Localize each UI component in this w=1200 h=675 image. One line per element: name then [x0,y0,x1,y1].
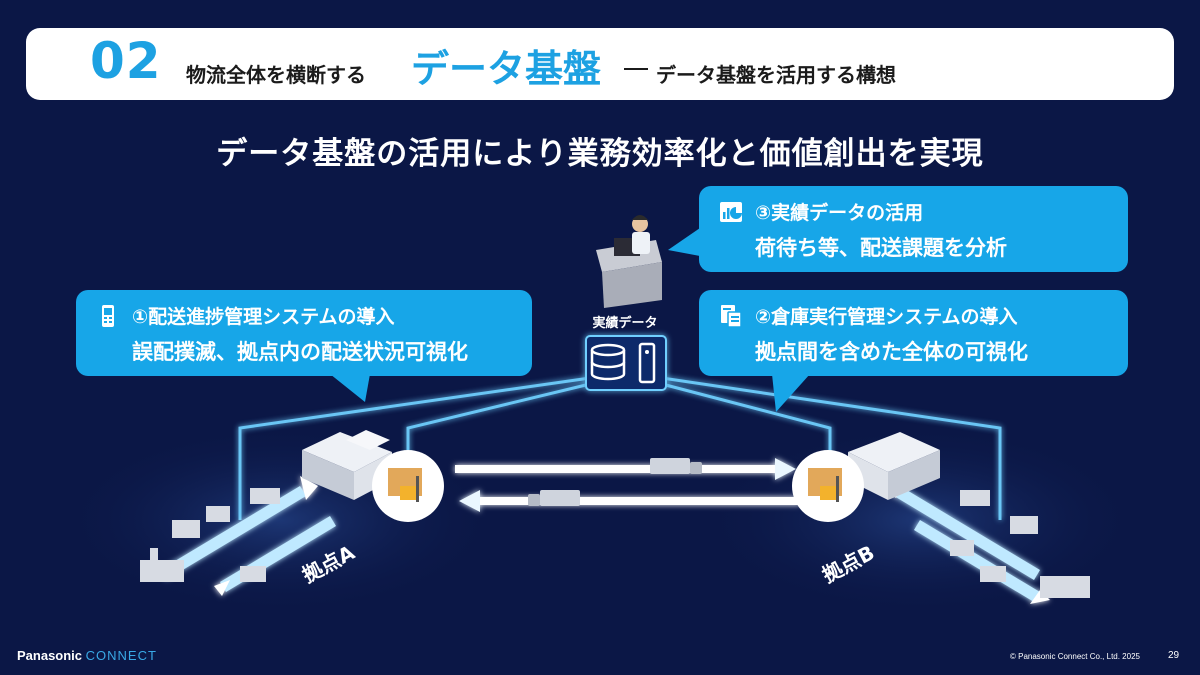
callout-3-body: 拠点間を含めた全体の可視化 [755,340,1028,364]
title-separator [624,68,648,70]
brand-sub: CONNECT [85,648,157,663]
database-label: 実績データ [592,316,658,331]
forklift-a-icon [372,450,444,522]
callout-1-title: ①配送進捗管理システムの導入 [132,306,395,328]
callout-delivery-tracking: ①配送進捗管理システムの導入 誤配撲滅、拠点内の配送状況可視化 [76,290,532,376]
worker-icon [596,215,662,308]
factory-b-icon [950,490,1090,598]
callout-pointer-3 [772,374,810,412]
callout-2-body: 荷待ち等、配送課題を分析 [755,236,1007,260]
page-number: 29 [1168,650,1180,661]
copyright: © Panasonic Connect Co., Ltd. 2025 [1010,652,1140,661]
title-suffix: データ基盤を活用する構想 [656,63,896,87]
title-prefix: 物流全体を横断する [186,63,366,87]
callout-warehouse-management: ②倉庫実行管理システムの導入 拠点間を含めた全体の可視化 [699,290,1128,376]
brand-main: Panasonic [17,648,83,663]
database-icon [585,335,667,391]
callout-1-body: 誤配撲滅、拠点内の配送状況可視化 [132,340,468,364]
headline: データ基盤の活用により業務効率化と価値創出を実現 [216,136,984,172]
factory-a-icon [140,488,280,582]
callout-pointer-1 [330,374,370,402]
ground-left [60,425,500,615]
forklift-b-icon [792,450,864,522]
title-main: データ基盤 [411,47,602,91]
callout-pointer-2 [668,228,700,256]
route-arrows [455,458,800,512]
brand-logo: Panasonic CONNECT [17,648,157,663]
truck-icon [528,458,702,506]
section-number: 02 [90,32,162,90]
document-icon [721,305,742,328]
callout-2-title: ③実績データの活用 [755,202,924,224]
handheld-terminal-icon [102,305,114,327]
title-bar: 02 物流全体を横断する データ基盤 データ基盤を活用する構想 [26,28,1174,100]
chart-icon [720,202,742,222]
callout-data-utilization: ③実績データの活用 荷待ち等、配送課題を分析 [699,186,1128,272]
warehouse-b-icon [848,432,940,500]
callout-3-title: ②倉庫実行管理システムの導入 [755,306,1018,328]
